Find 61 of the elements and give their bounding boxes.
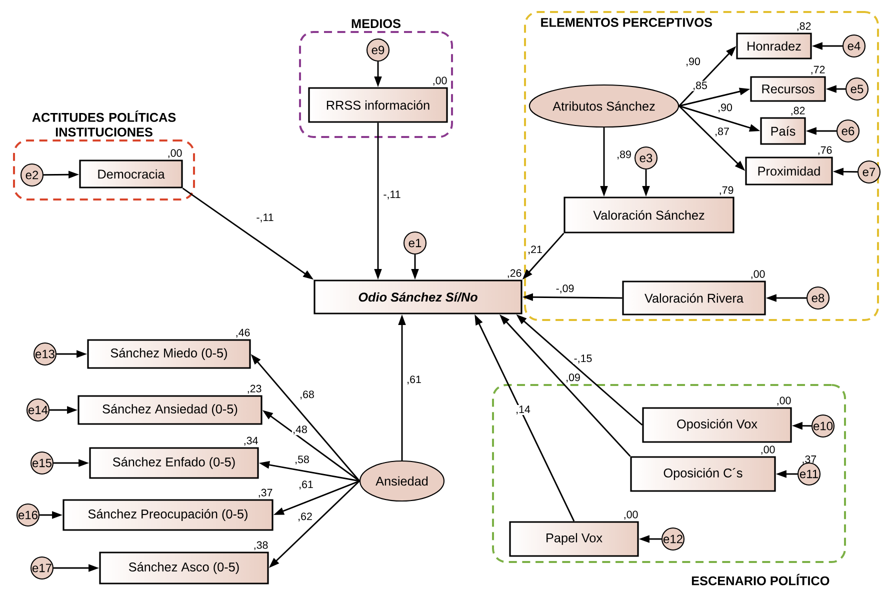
- dashed-group-frame: [299, 19, 453, 138]
- dashed-group-frame: [13, 110, 195, 200]
- value-label: ,00: [168, 149, 182, 158]
- edge-label: ,62: [296, 512, 314, 522]
- value-label: ,00: [761, 446, 775, 455]
- variable-box: Valoración Sánchez ,79: [564, 186, 734, 234]
- variable-box: Oposición C´s ,00: [630, 446, 776, 492]
- value-label: ,00: [751, 270, 765, 280]
- variable-box: Honradez ,82: [736, 22, 812, 60]
- value-label: ,46: [236, 328, 250, 338]
- group-heading: ACTITUDES POLÍTICAS INSTITUCIONES: [32, 110, 176, 137]
- edge-label: ,14: [514, 405, 532, 416]
- variable-box: Sánchez Enfado (0-5) ,34: [89, 436, 259, 479]
- edge-label: ,61: [298, 480, 314, 490]
- value-label: ,76: [818, 146, 832, 156]
- group-heading: ESCENARIO POLÍTICO: [692, 574, 830, 586]
- edge-label: ,85: [692, 80, 708, 92]
- dashed-group-frame: [524, 11, 879, 321]
- value-label: ,00: [777, 396, 791, 406]
- variable-box: Sánchez Ansiedad (0-5) ,23: [78, 384, 262, 425]
- edge-label: ,87: [714, 126, 730, 138]
- edge-label: ,21: [526, 244, 544, 256]
- value-label: ,37: [802, 455, 816, 464]
- value-label: ,38: [254, 541, 268, 550]
- value-label: ,37: [258, 488, 272, 498]
- value-label: ,00: [624, 510, 638, 520]
- variable-box: RRSS información ,00: [308, 76, 448, 123]
- edge-label: ,61: [406, 374, 422, 386]
- variable-box: Recursos ,72: [750, 66, 826, 102]
- edge-label: ,90: [716, 102, 734, 114]
- variable-box: Sánchez Asco (0-5) ,38: [99, 541, 269, 584]
- group-heading: ELEMENTOS PERCEPTIVOS: [541, 18, 712, 27]
- variable-box: Papel Vox ,00: [509, 510, 639, 557]
- value-label: ,00: [433, 76, 447, 86]
- variable-box: Sánchez Preocupación (0-5) ,37: [62, 488, 274, 531]
- edge-label: -,11: [256, 212, 274, 224]
- value-label: ,34: [244, 436, 258, 446]
- edge-label: ,89: [616, 150, 632, 160]
- variable-box: Democracia ,00: [79, 149, 183, 188]
- value-label: ,23: [248, 384, 262, 394]
- variable-box: Valoración Rivera ,00: [622, 270, 766, 316]
- variable-box: Sánchez Miedo (0-5) ,46: [87, 328, 251, 369]
- edge-label: ,68: [298, 390, 316, 400]
- variable-box: País ,82: [760, 106, 806, 145]
- edge-label: ,90: [684, 56, 702, 68]
- edge-label: -,09: [555, 284, 575, 294]
- variable-box: Odio Sánchez Sí/No ,26: [314, 269, 522, 314]
- group-heading: MEDIOS: [352, 19, 400, 28]
- dashed-group-frame: [492, 384, 846, 586]
- value-label: ,79: [720, 186, 734, 196]
- edge-label: ,48: [292, 424, 308, 436]
- value-label: ,72: [811, 66, 825, 75]
- edge-label: -,15: [573, 354, 593, 364]
- variable-box: Proximidad ,76: [745, 146, 833, 186]
- edge-label: -,11: [382, 190, 402, 200]
- variable-box: Oposición Vox ,00: [642, 396, 792, 443]
- edge-label: ,58: [294, 454, 310, 466]
- value-label: ,26: [508, 269, 522, 278]
- edge-label: ,09: [564, 372, 582, 384]
- value-label: ,82: [797, 22, 811, 32]
- value-label: ,82: [791, 106, 805, 116]
